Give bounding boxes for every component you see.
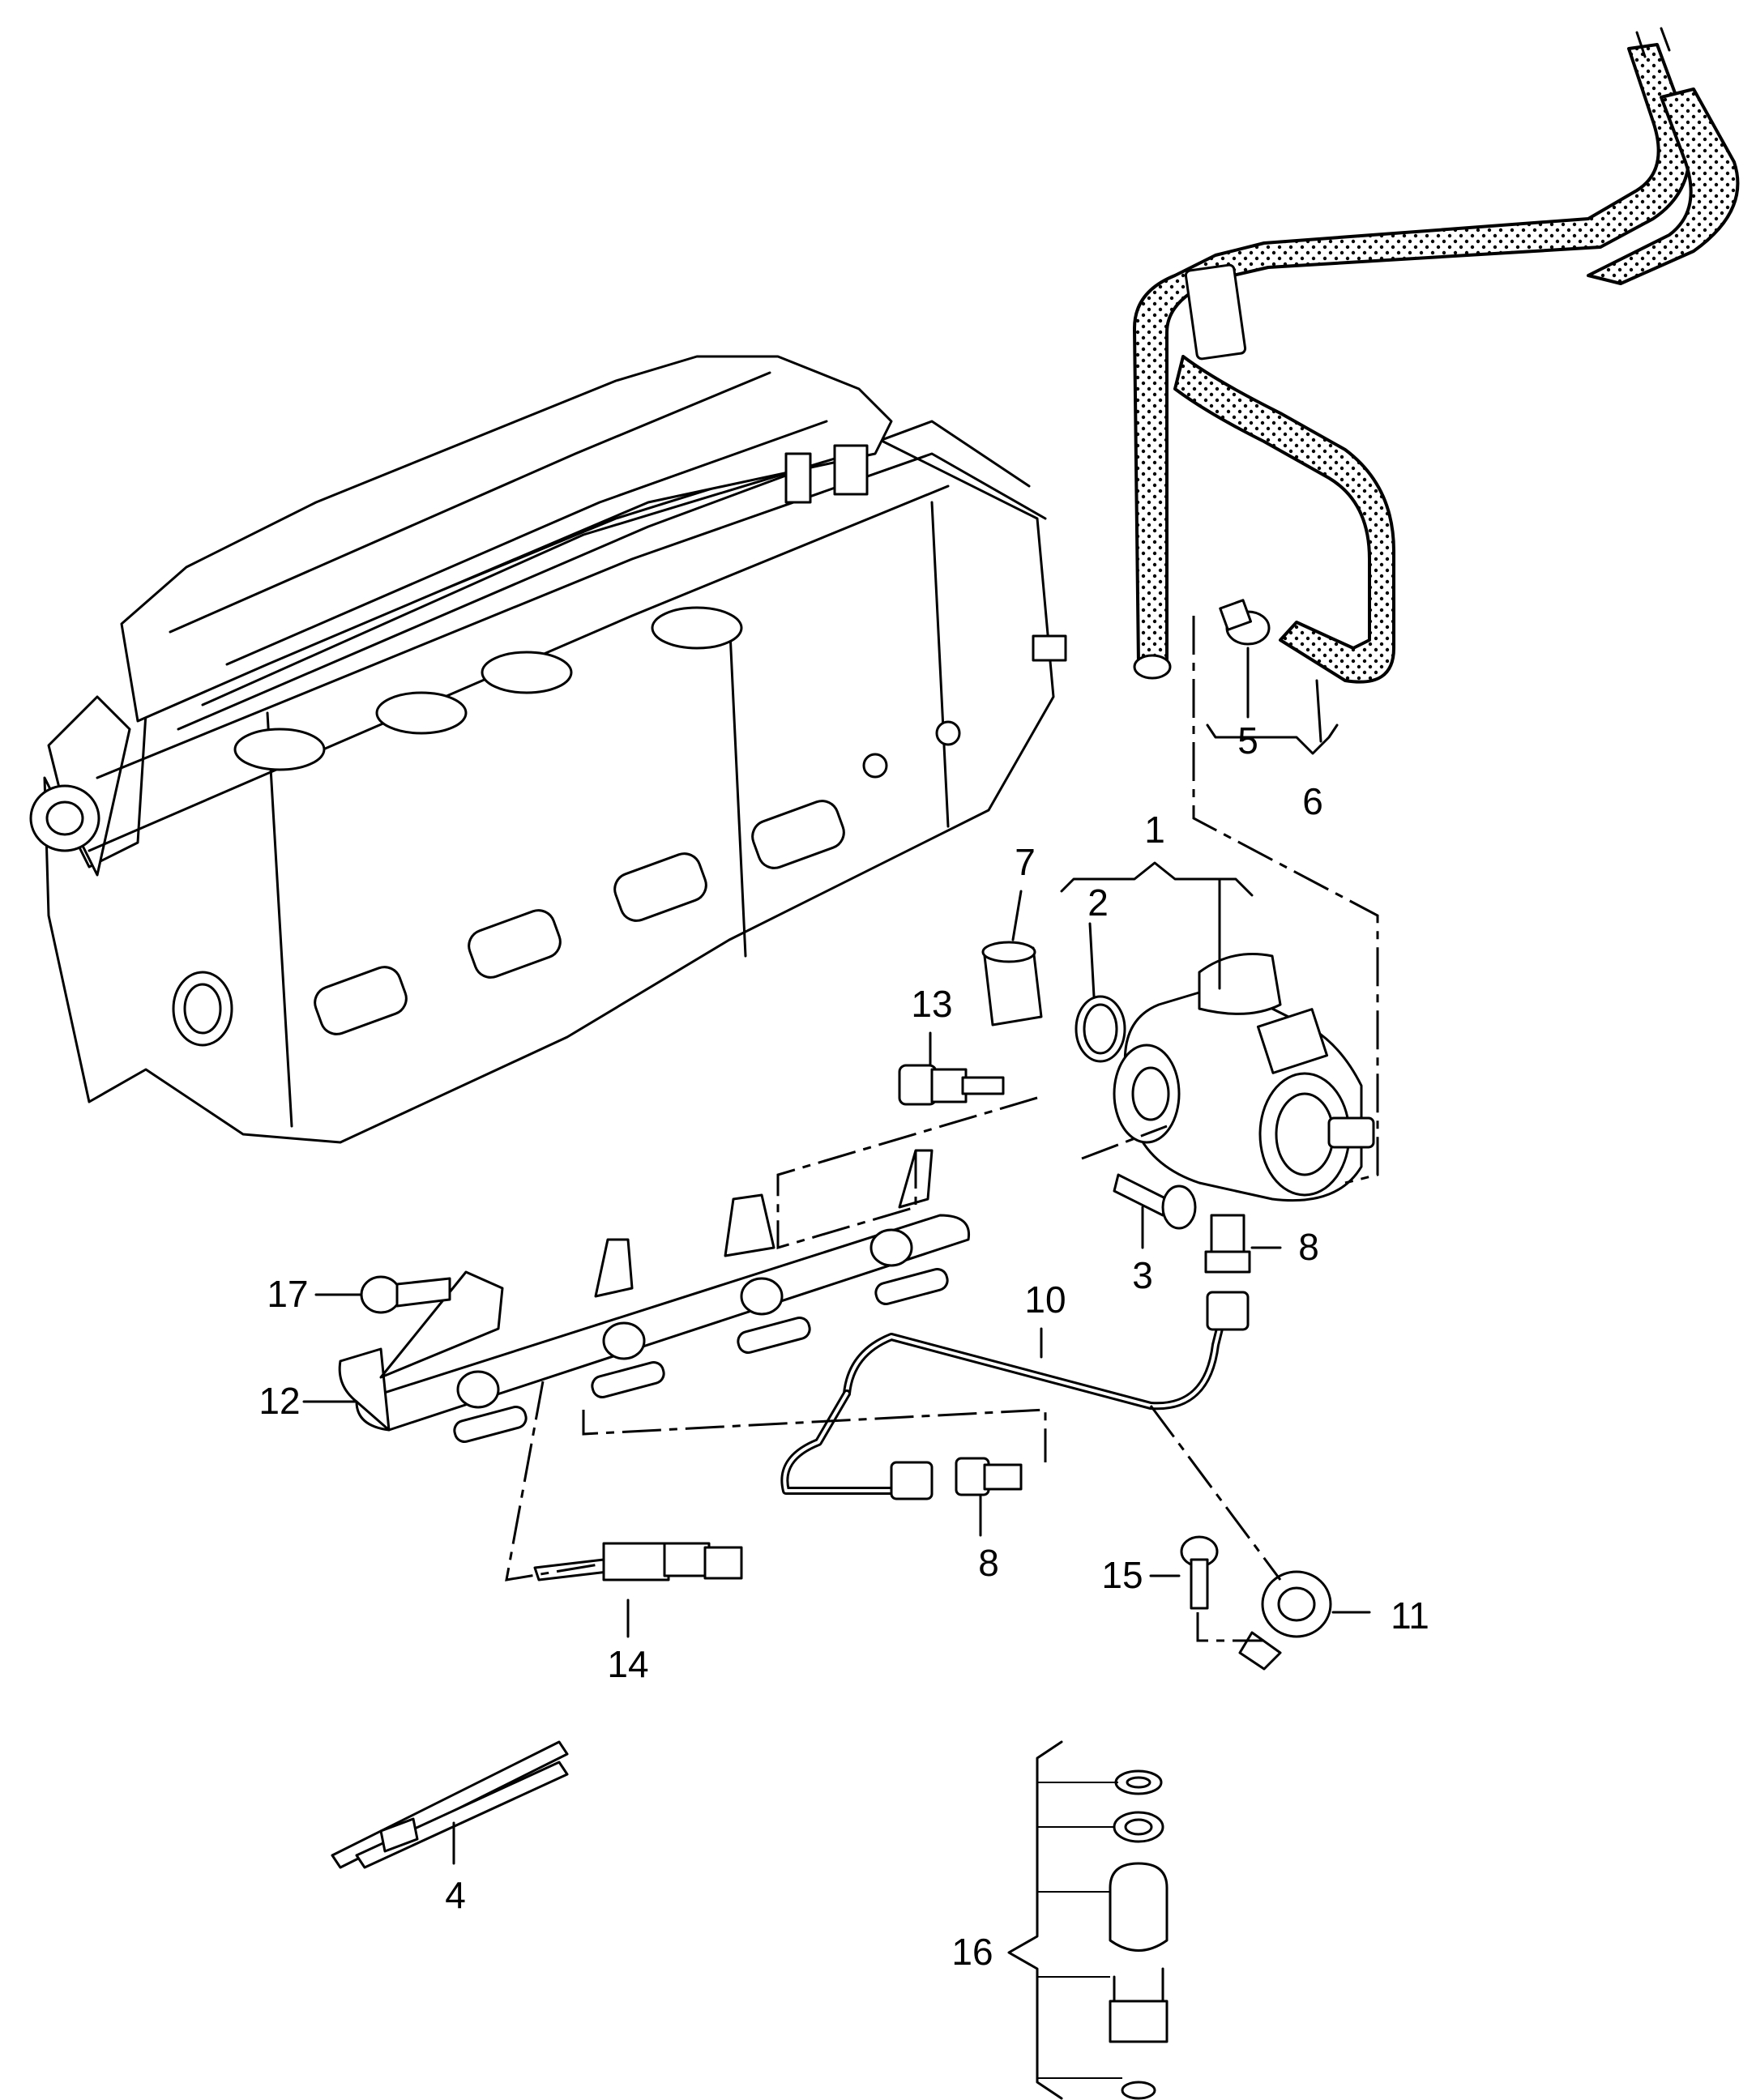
leader-lines [302, 616, 1379, 2100]
union-nut-lower [955, 1457, 1023, 1496]
callout-15: 15 [1101, 1554, 1143, 1596]
fuel-pump [1113, 953, 1375, 1202]
callout-8-upper: 8 [1298, 1226, 1319, 1268]
callout-12: 12 [258, 1380, 300, 1422]
screw [1180, 1535, 1219, 1610]
line-clip [1238, 1570, 1332, 1671]
temperature-sensor [533, 1542, 743, 1581]
callout-10: 10 [1024, 1278, 1066, 1321]
callout-8-lower: 8 [978, 1542, 999, 1584]
union-nut [1204, 1214, 1251, 1274]
callout-6: 6 [1302, 780, 1323, 822]
callout-1: 1 [1144, 809, 1165, 851]
fuel-hose-set [1133, 27, 1740, 684]
repair-kit [1109, 1769, 1169, 2100]
callout-3: 3 [1132, 1254, 1153, 1296]
callout-13: 13 [911, 983, 952, 1025]
callout-14: 14 [607, 1643, 648, 1685]
cylinder-head [29, 355, 1067, 1144]
rail-bolt [360, 1275, 451, 1314]
cable-tie [331, 1740, 569, 1869]
callout-7: 7 [1015, 841, 1036, 883]
hose-clamp [1219, 599, 1271, 646]
roller-tappet [981, 941, 1043, 1027]
bolt [1113, 1173, 1197, 1230]
callout-2: 2 [1087, 881, 1109, 924]
callout-5: 5 [1237, 719, 1258, 762]
callout-4: 4 [445, 1874, 466, 1916]
pressure-sensor [898, 1064, 1005, 1106]
callout-labels: 1 2 3 4 5 6 7 8 8 10 11 12 13 14 15 16 1… [258, 719, 1429, 1973]
fuel-rail [338, 1149, 971, 1444]
callout-11: 11 [1391, 1594, 1429, 1637]
callout-17: 17 [267, 1273, 308, 1315]
callout-16: 16 [951, 1931, 993, 1973]
